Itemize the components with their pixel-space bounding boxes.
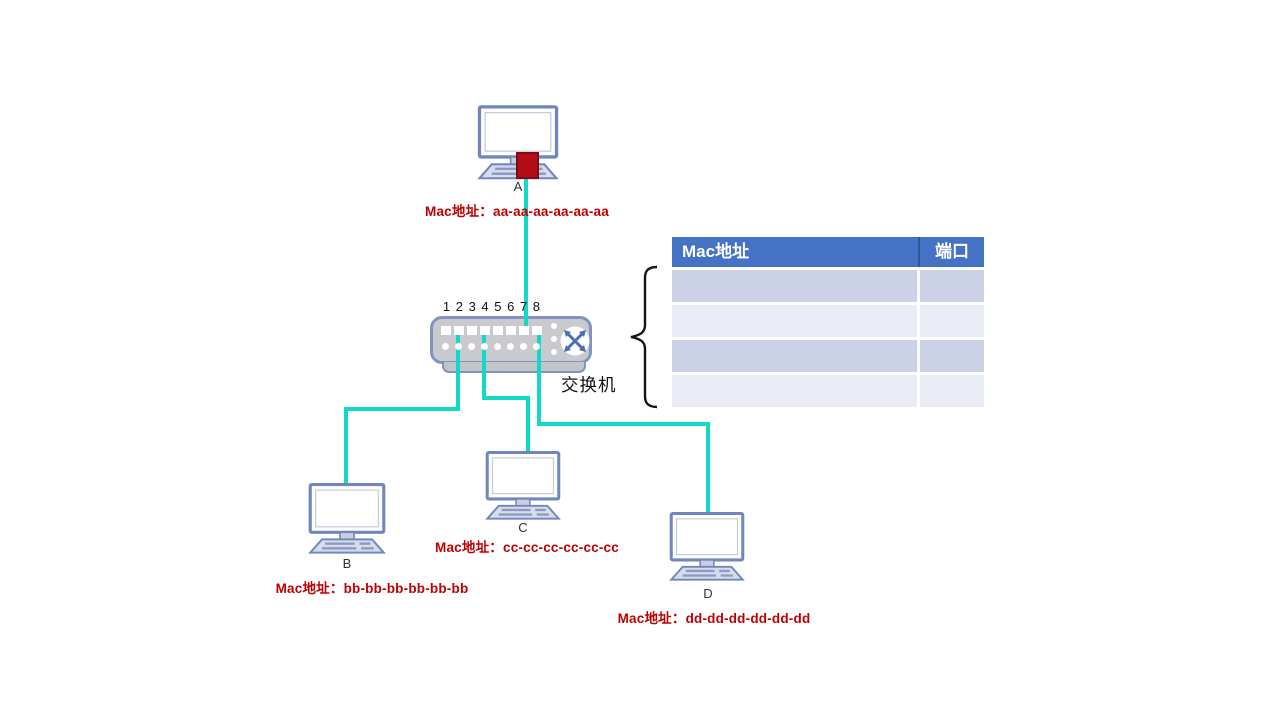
table-cell	[920, 340, 984, 372]
table-cell	[672, 340, 917, 372]
table-cell	[920, 305, 984, 337]
switch-led	[494, 343, 501, 350]
table-cell	[672, 375, 917, 407]
switch-port	[480, 326, 490, 335]
switch-led	[468, 343, 475, 350]
port-number: 3	[468, 299, 476, 314]
computer-c-label: C	[518, 520, 528, 535]
computer-a-mac: Mac地址：aa-aa-aa-aa-aa-aa	[425, 204, 609, 219]
switch-port	[493, 326, 503, 335]
switch-led	[551, 323, 557, 329]
crossed-arrows-icon	[560, 326, 590, 356]
port-number: 1	[442, 299, 451, 314]
computer-d-label: D	[703, 586, 713, 601]
switch-port	[506, 326, 516, 335]
switch-led	[551, 349, 557, 355]
computer-c-mac: Mac地址：cc-cc-cc-cc-cc-cc	[435, 540, 619, 555]
switch-port	[454, 326, 464, 335]
port-number: 7	[519, 299, 528, 314]
table-cell	[920, 375, 984, 407]
switch-port	[467, 326, 477, 335]
switch-led	[442, 343, 449, 350]
computer-b-icon	[306, 483, 388, 555]
table-header-mac: Mac地址	[682, 242, 750, 261]
switch-port	[519, 326, 529, 335]
brace	[630, 265, 658, 409]
switch-led	[533, 343, 540, 350]
switch-led	[551, 336, 557, 342]
port-number: 6	[507, 299, 515, 314]
computer-a-label: A	[513, 179, 523, 194]
port-number: 2	[455, 299, 463, 314]
computer-d-mac: Mac地址：dd-dd-dd-dd-dd-dd	[617, 611, 811, 626]
switch-led	[455, 343, 462, 350]
port-number: 5	[494, 299, 502, 314]
table-cell	[920, 270, 984, 302]
switch-led	[481, 343, 488, 350]
table-cell	[672, 270, 917, 302]
computer-d-icon	[666, 512, 748, 582]
switch-name-label: 交换机	[561, 375, 617, 395]
mac-address-table: Mac地址 端口	[672, 237, 984, 407]
switch-led	[520, 343, 527, 350]
computer-c-icon	[482, 451, 564, 521]
computer-b-mac: Mac地址：bb-bb-bb-bb-bb-bb	[275, 581, 469, 596]
table-cell	[672, 305, 917, 337]
switch-port	[532, 326, 542, 335]
table-header-port: 端口	[918, 237, 984, 267]
switch-led	[507, 343, 514, 350]
port-number: 4	[481, 299, 489, 314]
port-number: 8	[532, 299, 541, 314]
data-frame-icon	[516, 152, 539, 179]
switch-port-numbers: 1 2 3 4 5 6 7 8	[442, 299, 541, 314]
table-header-row: Mac地址 端口	[672, 237, 984, 267]
switch-port	[441, 326, 451, 335]
computer-b-label: B	[342, 556, 352, 571]
